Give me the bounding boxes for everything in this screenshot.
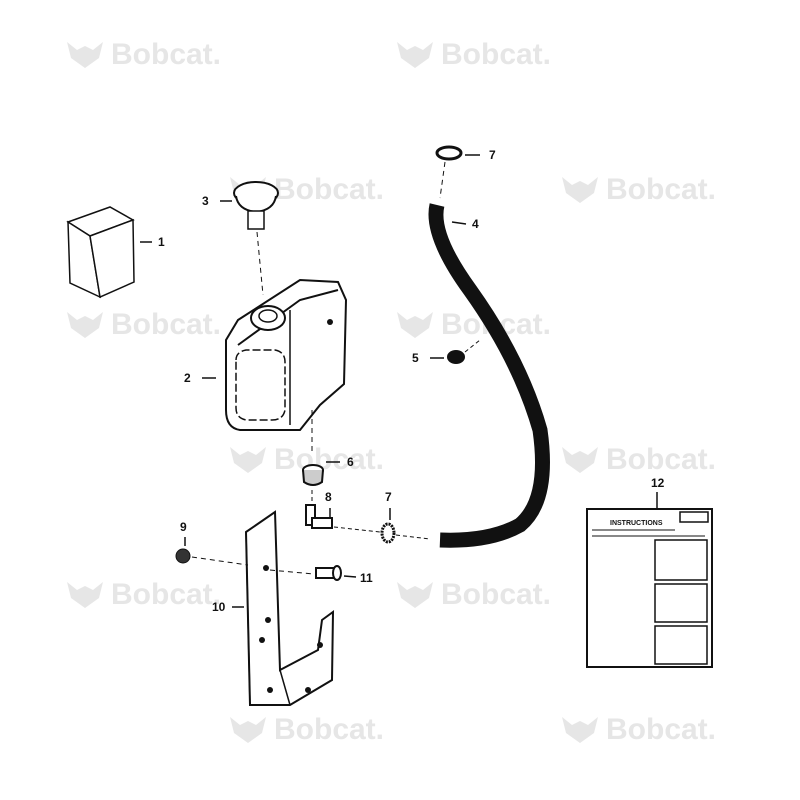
watermark-text: Bobcat.	[274, 713, 385, 746]
callout-8: 8	[325, 490, 332, 504]
callout-12: 12	[651, 476, 665, 490]
bobcat-logo-icon	[67, 42, 103, 68]
callout-2: 2	[184, 371, 191, 385]
part-3-cap	[220, 181, 279, 296]
bobcat-logo-icon	[397, 582, 433, 608]
watermark-text: Bobcat.	[441, 578, 552, 611]
bobcat-watermark: Bobcat.	[560, 713, 716, 747]
bobcat-watermark: Bobcat.	[228, 713, 384, 747]
callout-5: 5	[412, 351, 419, 365]
part-8-elbow	[305, 504, 431, 544]
bobcat-logo-icon	[230, 447, 266, 473]
bobcat-logo-icon	[230, 717, 266, 743]
bobcat-logo-icon	[397, 42, 433, 68]
watermark-text: Bobcat.	[606, 443, 717, 476]
bobcat-logo-icon	[562, 447, 598, 473]
watermark-text: Bobcat.	[606, 713, 717, 746]
bobcat-watermark: Bobcat.	[560, 173, 716, 207]
bobcat-watermark: Bobcat.	[395, 38, 551, 72]
bobcat-watermark: Bobcat.	[65, 38, 221, 72]
part-10-bracket	[175, 510, 357, 706]
watermark-text: Bobcat.	[441, 38, 552, 71]
watermark-text: Bobcat.	[274, 443, 385, 476]
bobcat-watermark: Bobcat.	[65, 308, 221, 342]
instruction-heading: INSTRUCTIONS	[610, 520, 663, 527]
callout-6: 6	[347, 455, 354, 469]
bobcat-watermark: Bobcat.	[395, 578, 551, 612]
part-1-box	[66, 206, 152, 299]
bobcat-logo-icon	[562, 177, 598, 203]
callout-11: 11	[360, 571, 373, 585]
watermark-text: Bobcat.	[111, 38, 222, 71]
watermark-text: Bobcat.	[111, 578, 222, 611]
bobcat-watermark: Bobcat.	[228, 443, 384, 477]
bobcat-logo-icon	[67, 312, 103, 338]
bobcat-logo-icon	[397, 312, 433, 338]
callout-9: 9	[180, 520, 187, 534]
callout-10: 10	[212, 600, 226, 614]
bobcat-watermark: Bobcat.	[560, 443, 716, 477]
callout-1: 1	[158, 235, 165, 249]
part-12-instruction-sheet: INSTRUCTIONS	[586, 492, 713, 668]
watermark-text: Bobcat.	[606, 173, 717, 206]
part-6-grommet	[302, 461, 340, 505]
part-4-hose	[428, 145, 550, 548]
bobcat-watermark: Bobcat.	[65, 578, 221, 612]
bobcat-logo-icon	[67, 582, 103, 608]
callout-3: 3	[202, 194, 209, 208]
bobcat-logo-icon	[562, 717, 598, 743]
part-2-tank	[202, 278, 348, 455]
callout-7: 7	[489, 148, 496, 162]
callout-4: 4	[472, 217, 479, 231]
callout-7: 7	[385, 490, 392, 504]
watermark-text: Bobcat.	[111, 308, 222, 341]
part-5-fitting	[430, 339, 481, 364]
watermark-text: Bobcat.	[274, 173, 385, 206]
